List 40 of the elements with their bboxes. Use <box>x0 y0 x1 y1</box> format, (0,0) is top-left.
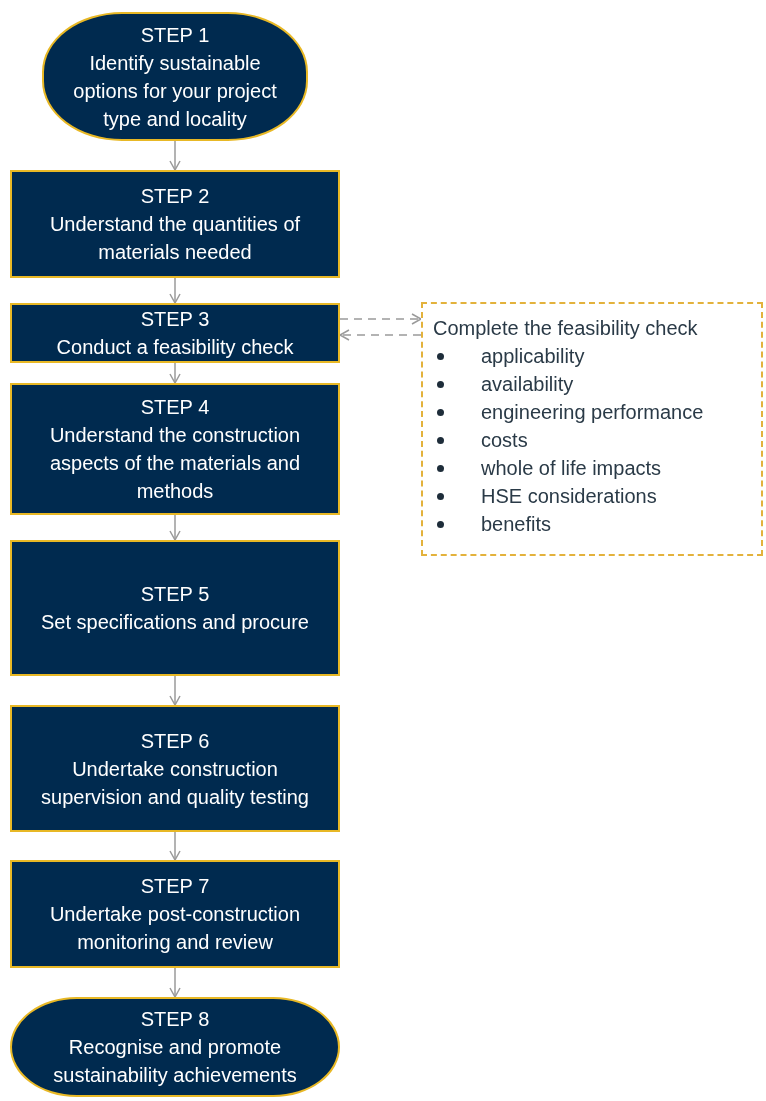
bullet-item: benefits <box>481 512 552 537</box>
bullet-item: applicability <box>481 344 585 369</box>
step-description: Undertake post-construction monitoring and review <box>48 902 302 955</box>
step-box <box>10 540 340 676</box>
step-number: STEP 8 <box>140 1007 210 1032</box>
arrow <box>169 362 181 384</box>
step-description: Recognise and promote sustainability achievements <box>52 1035 298 1088</box>
arrow <box>169 140 181 171</box>
arrow <box>169 831 181 861</box>
step-description: Understand the construction aspects of the materials and methods <box>48 423 302 504</box>
step-description: Undertake construction supervision and quality testing <box>40 756 310 810</box>
step-description: Identify sustainable options for your project type and locality <box>72 50 278 132</box>
arrow <box>169 277 181 304</box>
step-box <box>10 860 340 968</box>
step-description: Set specifications and procure <box>41 610 309 635</box>
bullet-item: whole of life impacts <box>481 456 662 481</box>
dashed-arrow <box>339 329 422 341</box>
step-box <box>10 705 340 832</box>
bullet-item: availability <box>481 372 574 397</box>
arrow <box>169 514 181 541</box>
arrow <box>169 675 181 706</box>
step-number: STEP 2 <box>140 184 210 209</box>
step-number: STEP 3 <box>140 307 210 332</box>
step-description: Conduct a feasibility check <box>56 335 294 360</box>
step-number: STEP 6 <box>140 728 210 754</box>
step-box <box>10 170 340 278</box>
note-heading: Complete the feasibility check <box>433 316 699 341</box>
step-box <box>10 383 340 515</box>
dashed-arrow <box>339 313 422 325</box>
bullet-item: engineering performance <box>481 400 704 425</box>
step-box <box>10 303 340 363</box>
step-number: STEP 4 <box>140 395 210 420</box>
step-number: STEP 1 <box>140 22 210 48</box>
bullet-item: costs <box>481 428 528 453</box>
step-number: STEP 5 <box>140 582 210 607</box>
arrow <box>169 967 181 998</box>
step-number: STEP 7 <box>140 874 210 899</box>
step-description: Understand the quantities of materials needed <box>48 212 302 265</box>
bullet-item: HSE considerations <box>481 484 657 509</box>
dashed-note-box <box>421 302 763 556</box>
